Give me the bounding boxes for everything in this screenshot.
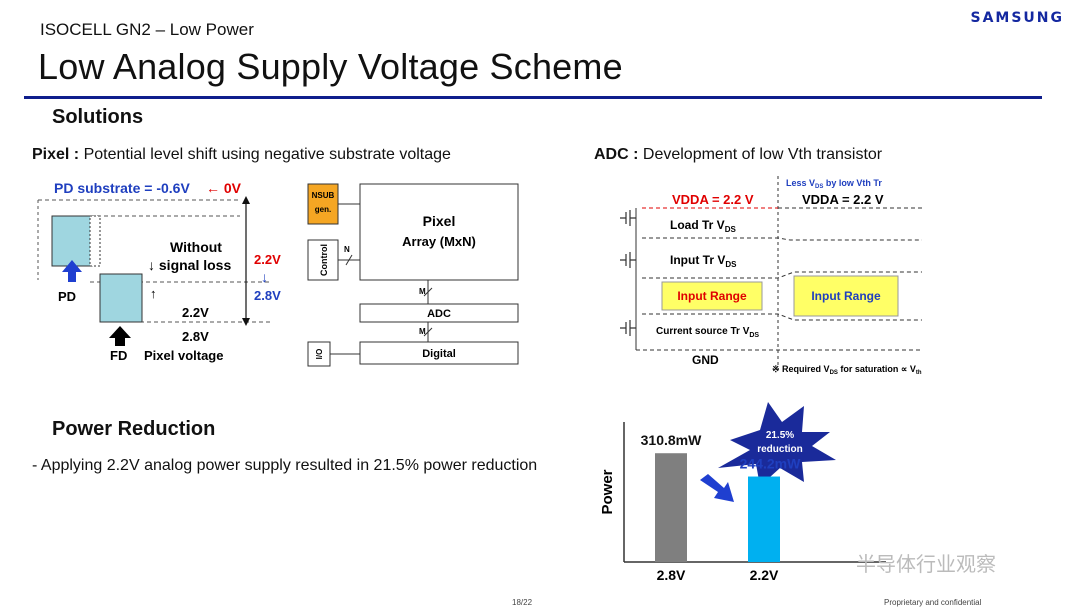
starburst-line2: reduction bbox=[757, 444, 803, 455]
vdda-left-label: VDDA = 2.2 V bbox=[672, 192, 754, 207]
input-range-left-label: Input Range bbox=[677, 289, 747, 303]
pixel-label: Pixel : bbox=[32, 146, 80, 163]
reduction-starburst bbox=[718, 402, 836, 486]
samsung-logo: SAMSUNG bbox=[970, 10, 1064, 26]
span-down-arrow-icon bbox=[242, 318, 250, 326]
reduction-arrow-icon bbox=[700, 474, 734, 502]
pd-arrow-icon bbox=[62, 260, 82, 282]
adc-lead: ADC : Development of low Vth transistor bbox=[594, 146, 882, 164]
fd-label: FD bbox=[110, 348, 127, 363]
nsub-label: NSUB bbox=[312, 191, 335, 200]
less-vds-label: Less VDS by low Vth Tr bbox=[786, 178, 882, 190]
pd-barrier bbox=[89, 215, 101, 267]
span-up-arrow-icon bbox=[242, 196, 250, 204]
bus-slash-m1 bbox=[423, 287, 433, 297]
x-tick-label: 2.2V bbox=[750, 567, 779, 583]
without-label: Without bbox=[170, 239, 222, 255]
bus-slash-m2 bbox=[423, 327, 433, 337]
input-range-right-label: Input Range bbox=[811, 289, 881, 303]
pixel-array-block bbox=[359, 183, 519, 281]
load-tr-label: Load Tr VDS bbox=[670, 218, 736, 234]
bar-2.2V bbox=[748, 476, 780, 562]
io-label: I/O bbox=[315, 349, 324, 360]
load-line bbox=[642, 237, 922, 241]
deck-subtitle: ISOCELL GN2 – Low Power bbox=[40, 20, 254, 39]
pixel-lead: Pixel : Potential level shift using nega… bbox=[32, 146, 451, 164]
fd-well bbox=[99, 273, 143, 323]
adc-transistor-diagram: Less VDS by low Vth Tr VDDA = 2.2 V VDDA… bbox=[620, 176, 922, 376]
input-range-left-box bbox=[661, 281, 763, 311]
down-arrow-icon: ↓ bbox=[261, 269, 268, 285]
current-source-label: Current source Tr VDS bbox=[656, 326, 759, 339]
pd-label: PD bbox=[58, 289, 76, 304]
input-tr-label: Input Tr VDS bbox=[670, 253, 737, 269]
fd-arrow-icon bbox=[109, 326, 131, 346]
sensor-block-diagram: NSUB gen. Control N Pixel Array (MxN) M … bbox=[307, 183, 519, 367]
m1-label: M bbox=[419, 287, 426, 296]
page-number: 18/22 bbox=[512, 598, 533, 607]
v28-blue-label: 2.8V bbox=[254, 288, 281, 303]
input-line-top bbox=[642, 271, 922, 279]
chart-ylabel: Power bbox=[599, 469, 616, 514]
adc-text: Development of low Vth transistor bbox=[642, 146, 883, 163]
digital-block bbox=[359, 341, 519, 365]
gnd-label: GND bbox=[692, 353, 719, 367]
pd-substrate-to-label: ← 0V bbox=[206, 180, 242, 196]
solutions-heading: Solutions bbox=[52, 106, 144, 128]
adc-label: ADC : bbox=[594, 146, 639, 163]
power-bar-chart: Power 21.5% reduction 310.8mW 2.8V 244.2mW… bbox=[599, 402, 886, 583]
pixel-voltage-label: Pixel voltage bbox=[144, 348, 223, 363]
starburst-line1: 21.5% bbox=[766, 430, 794, 441]
digital-label: Digital bbox=[422, 348, 456, 360]
pd-substrate-label: PD substrate = -0.6V bbox=[54, 180, 190, 196]
pd-well bbox=[51, 215, 93, 267]
v22-label: 2.2V bbox=[182, 305, 209, 320]
signal-loss-label: ↓ signal loss bbox=[148, 257, 231, 273]
watermark: 半导体行业观察 bbox=[856, 552, 996, 576]
bar-value-label: 244.2mW bbox=[740, 456, 801, 472]
pixel-text: Potential level shift using negative sub… bbox=[83, 146, 451, 163]
nsub-gen-block bbox=[307, 183, 339, 225]
confidential-note: Proprietary and confidential bbox=[884, 598, 982, 607]
bar-2.8V bbox=[655, 453, 687, 562]
transistor-symbols bbox=[620, 210, 636, 336]
bar-value-label: 310.8mW bbox=[641, 432, 702, 448]
pixel-array-label1: Pixel bbox=[423, 213, 456, 229]
power-reduction-heading: Power Reduction bbox=[52, 418, 216, 440]
gen-label: gen. bbox=[315, 205, 331, 214]
bus-slash-n bbox=[345, 254, 353, 266]
adc-block bbox=[359, 303, 519, 323]
n-label: N bbox=[344, 245, 350, 254]
control-label: Control bbox=[319, 244, 329, 276]
title-divider bbox=[24, 96, 1042, 99]
slide-title: Low Analog Supply Voltage Scheme bbox=[38, 46, 623, 87]
v28-label: 2.8V bbox=[182, 329, 209, 344]
m2-label: M bbox=[419, 327, 426, 336]
x-tick-label: 2.8V bbox=[657, 567, 686, 583]
adc-block-label: ADC bbox=[427, 308, 451, 320]
input-line-bottom bbox=[642, 313, 922, 321]
vdda-right-label: VDDA = 2.2 V bbox=[802, 192, 884, 207]
v22-red-label: 2.2V bbox=[254, 252, 281, 267]
power-reduction-text: - Applying 2.2V analog power supply resu… bbox=[32, 457, 538, 474]
saturation-note: ※ Required VDS for saturation ∝ Vth bbox=[772, 364, 922, 376]
input-range-right-box bbox=[793, 275, 899, 317]
pixel-array-label2: Array (MxN) bbox=[402, 234, 476, 249]
up-arrow-icon: ↑ bbox=[150, 286, 157, 301]
pixel-potential-diagram: PD substrate = -0.6V ← 0V PD FD Pixel vo… bbox=[37, 180, 281, 363]
